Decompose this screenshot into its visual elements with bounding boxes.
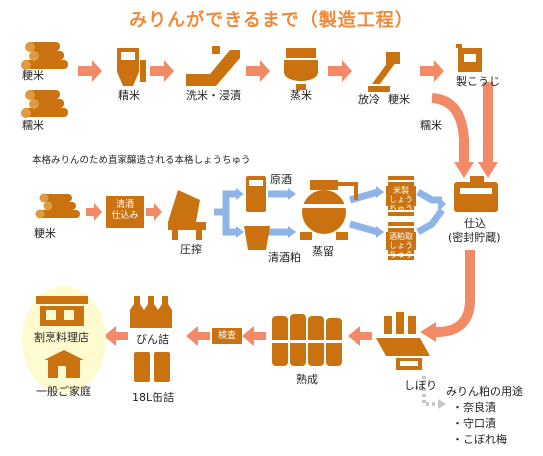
- kasutori-shochu-bottom: しょうちゅう: [389, 241, 413, 259]
- washing-hopper-icon: [186, 46, 240, 86]
- panel-title: 本格みりんのため直家醸造される本格しょうちゅう: [32, 155, 251, 166]
- label-kanzume: 18L缶詰: [132, 391, 175, 404]
- kensa-box: 検査: [212, 328, 242, 344]
- cans-icon: [134, 352, 170, 382]
- label-uruchi-mai: 粳米: [22, 69, 44, 82]
- uses-heading: みりん粕の用途: [446, 385, 523, 398]
- label-horei: 放冷: [358, 93, 380, 106]
- rice-shochu-barrels-icon: [388, 176, 414, 216]
- label-shikomi-sub: (密封貯蔵): [448, 231, 501, 244]
- arrow-shikomi-to-shibori: [432, 250, 475, 337]
- label-panel-uruchi: 粳米: [34, 227, 56, 240]
- label-shikomi: 仕込: [464, 217, 486, 230]
- label-jomai: 蒸米: [290, 89, 312, 102]
- kasutori-shochu-top: 酒粕取: [389, 232, 413, 241]
- bottles-icon: [130, 296, 172, 328]
- kasutori-shochu-barrels-icon: [388, 222, 414, 260]
- label-seishu-kasu: 清酒粕: [268, 251, 301, 264]
- arrow-to-lees-uses: [422, 376, 440, 406]
- rice-bundle-icon-uruchi: [21, 42, 68, 70]
- seishu-line2: 仕込み: [111, 211, 139, 221]
- label-seimai: 精米: [118, 89, 140, 102]
- page-title: みりんができるまで（製造工程）: [129, 10, 414, 31]
- label-seikoji: 製こうじ: [456, 75, 500, 88]
- uses-item: ・こぼれ梅: [452, 433, 507, 446]
- label-jukusei: 熟成: [296, 373, 318, 386]
- fermentation-tank-icon: [454, 176, 498, 212]
- label-horei-rice: 粳米: [388, 93, 410, 106]
- arrow-mochi-to-shikomi: [431, 93, 469, 168]
- aging-barrels-icon: [270, 314, 344, 366]
- kasutori-shochu-tag: 酒粕取 しょうちゅう: [386, 232, 416, 259]
- label-senmai: 洗米・浸漬: [186, 89, 241, 102]
- rice-bundle-icon-panel: [35, 193, 80, 219]
- uses-item: ・奈良漬: [452, 401, 496, 414]
- rice-bundle-icon-mochi: [21, 90, 68, 118]
- uses-item: ・守口漬: [452, 417, 496, 430]
- label-genshu: 原酒: [270, 173, 292, 186]
- label-binzume: びん詰: [136, 333, 169, 346]
- rice-shochu-tag: 米製 しょうちゅう: [386, 186, 416, 213]
- polishing-machine-icon: [117, 48, 146, 86]
- seishu-line1: 清酒: [115, 200, 134, 210]
- label-assaku: 圧搾: [180, 243, 202, 256]
- steamer-icon: [284, 48, 318, 90]
- koji-room-icon: [456, 44, 482, 72]
- mirin-press-icon: [376, 312, 430, 370]
- restaurant-icon: [36, 296, 88, 326]
- label-mochi-mai: 糯米: [22, 119, 44, 132]
- rice-shochu-top: 米製: [393, 186, 409, 195]
- label-shiburi: しぼり: [404, 379, 437, 392]
- rice-shochu-bottom: しょうちゅう: [389, 195, 413, 213]
- sake-tank-icon: [246, 176, 266, 212]
- press-machine-icon: [168, 190, 206, 240]
- house-icon: [44, 350, 84, 378]
- seishu-shikomi-box: 清酒 仕込み: [106, 196, 144, 228]
- label-katei: 一般ご家庭: [36, 385, 91, 398]
- distiller-icon: [300, 180, 358, 240]
- label-joryu: 蒸留: [312, 245, 334, 258]
- label-kappo: 割烹料理店: [34, 331, 89, 344]
- label-mochi-mai-2: 糯米: [420, 119, 442, 132]
- cooling-conveyor-icon: [368, 52, 400, 92]
- sake-lees-tub-icon: [244, 226, 270, 250]
